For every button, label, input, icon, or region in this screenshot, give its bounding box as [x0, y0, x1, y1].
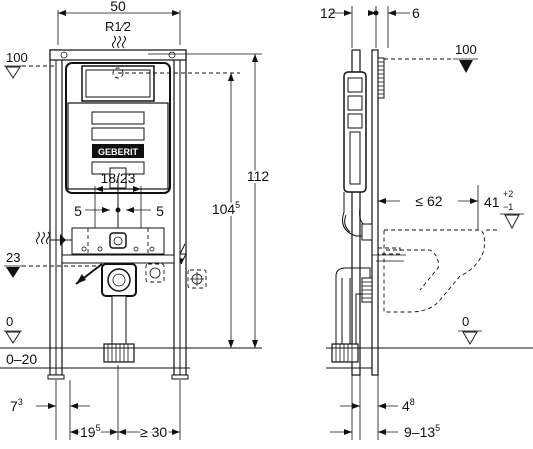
supply-callout: R1⁄2 [105, 19, 131, 49]
side-bottom-left-label: 48 [402, 397, 415, 414]
floor-level-left: 0 0–20 [0, 314, 262, 369]
bottom-mid-label: 195 [80, 423, 101, 440]
dim-height-total: 112 [245, 54, 271, 348]
depth-label: ≤ 62 [415, 193, 442, 209]
dim-height-base: 1045 [210, 73, 242, 348]
dim-top-width: 50 [57, 0, 181, 45]
top-left-side-label: 12 [320, 5, 336, 21]
front-view: 50 R1⁄2 [0, 0, 271, 442]
top-right-side-label: 6 [412, 5, 420, 21]
side-bottom-range-label: 9–135 [404, 423, 440, 440]
water-wave-icon [112, 35, 116, 49]
seat-height-marker: 41 +2 −1 [484, 189, 524, 231]
floor-level-right: 0 [326, 314, 533, 369]
height-total-label: 112 [247, 168, 270, 184]
flush-level-label-left: 100 [6, 50, 28, 65]
cistern: GEBERIT [65, 62, 171, 194]
offset-left-label: 5 [74, 203, 82, 219]
floor-level-label-right: 0 [462, 314, 469, 329]
bottom-dims-side: 48 9–135 [330, 372, 440, 440]
brand-text: GEBERIT [98, 147, 139, 157]
toilet-bowl-outline [372, 229, 485, 313]
waste-connection [75, 263, 137, 363]
flush-level-marker-right: 100 [384, 42, 478, 73]
seat-height-label: 41 [484, 194, 500, 210]
electric-icon [179, 243, 187, 265]
flush-level-marker-left: 100 [4, 50, 54, 79]
dim-top-side: 12 6 [320, 5, 420, 48]
seat-tol-plus: +2 [503, 189, 513, 199]
floor-level-label-left: 0 [6, 314, 13, 329]
waste-level-marker: 23 [4, 250, 100, 278]
top-width-label: 50 [110, 0, 126, 14]
flush-level-label-right: 100 [455, 42, 477, 57]
brand-plate [92, 144, 144, 158]
height-base-label: 1045 [212, 200, 240, 217]
waste-level-label: 23 [6, 250, 20, 265]
seat-tol-minus: −1 [503, 202, 513, 212]
floor-range-label: 0–20 [6, 351, 37, 367]
supply-label: R1⁄2 [105, 19, 131, 34]
connection-area [71, 227, 165, 255]
side-view: 12 6 100 [320, 5, 533, 440]
water-supply-icon [36, 231, 72, 246]
socket-outlines [145, 263, 207, 289]
frame-feet [47, 374, 189, 380]
dim-depth: ≤ 62 [377, 185, 479, 230]
bottom-dims-front: 73 195 ≥ 30 [10, 365, 181, 442]
offset-right-label: 5 [156, 203, 164, 219]
bottom-left-label: 73 [10, 397, 23, 414]
bottom-right-label: ≥ 30 [140, 424, 167, 440]
drain-pipes [331, 192, 373, 363]
